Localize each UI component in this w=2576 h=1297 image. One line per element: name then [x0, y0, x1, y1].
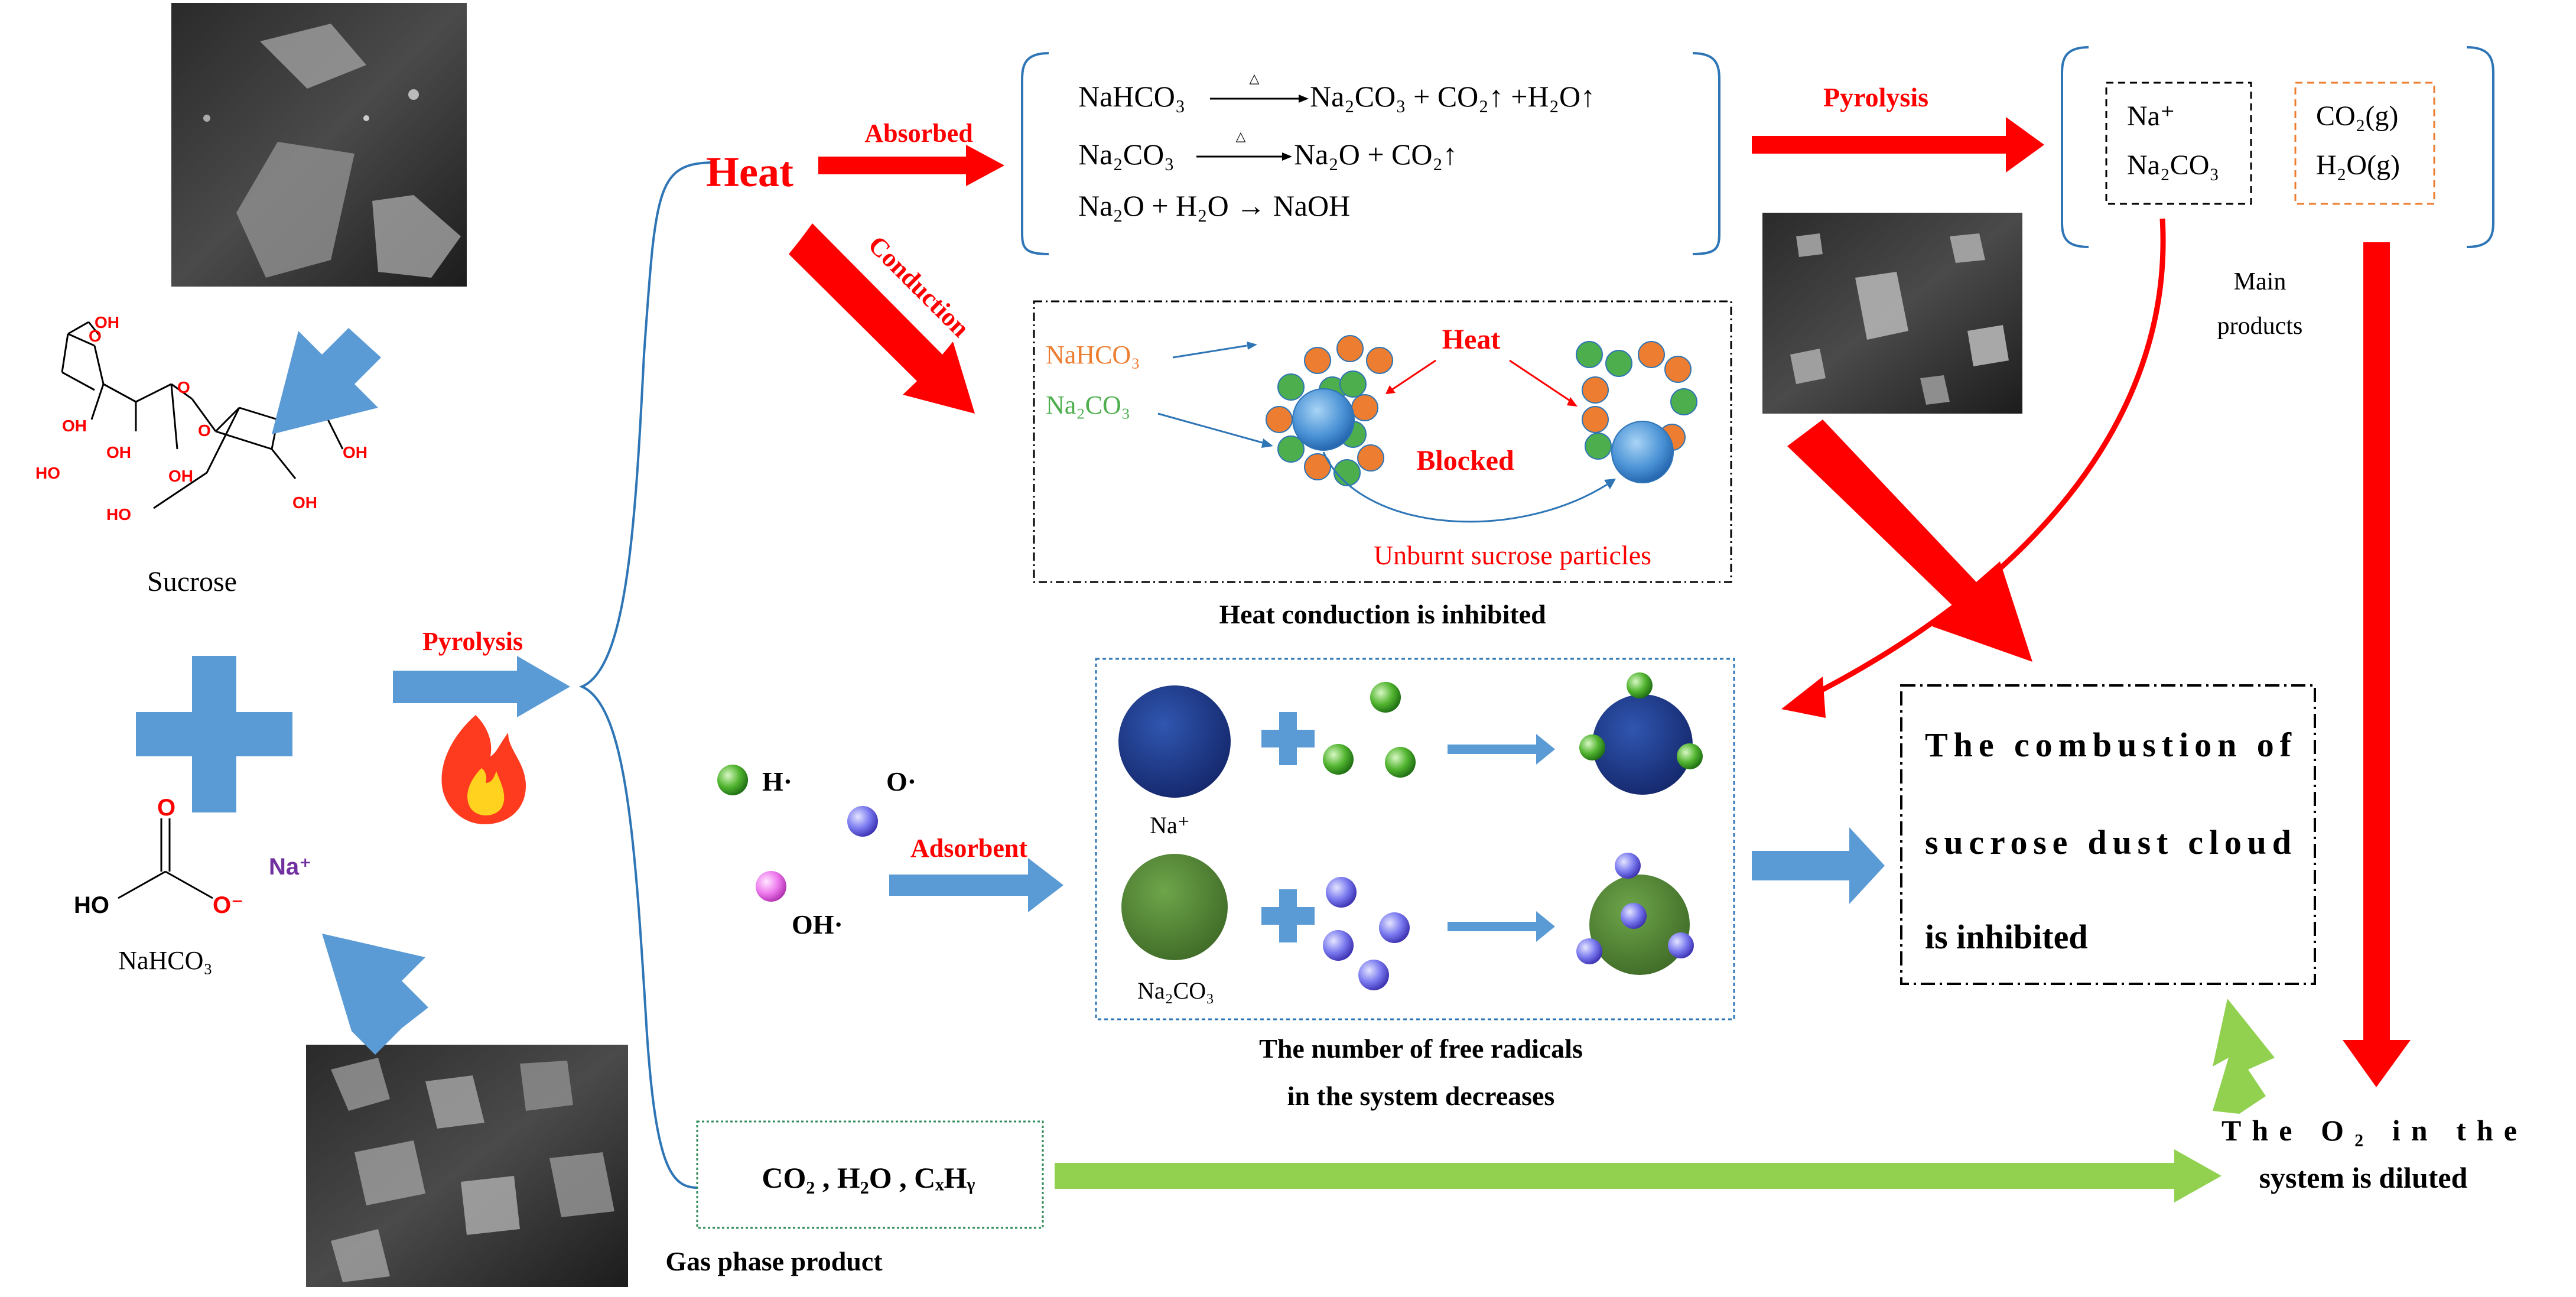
- arrow-products-to-radicals: [1800, 218, 2166, 703]
- plus-icon: [1261, 889, 1315, 942]
- oxygen-label: O: [89, 327, 102, 345]
- arrow-adsorbent: [889, 858, 1063, 912]
- ho-label: HO: [35, 464, 60, 482]
- arrow-absorbed: [818, 145, 1004, 186]
- reaction-2-reactant: Na₂CO₃: [1078, 138, 1175, 171]
- sodium-ion-label: Na⁺: [269, 854, 311, 880]
- reaction-3: Na₂O + H₂O → NaOH: [1078, 189, 1350, 222]
- sucrose-atom-labels: O OH OH HO OH OH O O OH OH HO: [35, 313, 367, 524]
- arrow-dilution-to-result: [2213, 999, 2275, 1114]
- heat-between-label: Heat: [1442, 324, 1501, 355]
- radicals-caption-line1: The number of free radicals: [1259, 1033, 1583, 1064]
- oxygen-label: O: [177, 378, 190, 396]
- reaction-1-products: Na₂CO₃ + CO₂↑ +H₂O↑: [1310, 80, 1595, 113]
- sucrose-particle-coated-right: [1576, 341, 1697, 483]
- sodium-carbonate-label: Na₂CO₃: [1137, 977, 1214, 1004]
- arrow-gas-phase: [1055, 1149, 2222, 1202]
- oh-label: OH: [106, 443, 131, 461]
- oh-label: OH: [292, 493, 317, 512]
- heat-conduction-box: NaHCO₃ Na₂CO₃: [1033, 300, 1732, 583]
- sem-image-product: [1762, 213, 2022, 414]
- arrow-pyrolysis-products: [1752, 117, 2044, 173]
- plus-icon: [136, 656, 292, 812]
- pathway-brace: [578, 161, 715, 1189]
- flame-icon: [441, 715, 526, 824]
- oxygen-label: O: [198, 421, 211, 440]
- sucrose-label: Sucrose: [147, 566, 237, 597]
- na2co3-particle-label: Na₂CO₃: [1046, 391, 1130, 420]
- adsorbent-label: Adsorbent: [910, 834, 1027, 863]
- product-h2o-gas: H₂O(g): [2316, 149, 2400, 181]
- ho-label: HO: [106, 505, 131, 524]
- arrow-head: [1781, 677, 1826, 718]
- main-products-label-line2: products: [2217, 313, 2303, 340]
- pyrolysis-label: Pyrolysis: [422, 627, 523, 656]
- o2-diluted-line2: system is diluted: [2259, 1161, 2468, 1194]
- oh-label: OH: [343, 443, 367, 461]
- arrow-sem-to-bicarbonate: [322, 934, 428, 1055]
- arrow-pyrolysis: [393, 656, 570, 717]
- oh-label: OH: [95, 313, 119, 331]
- heat-symbol: △: [1250, 71, 1260, 86]
- ho-label: HO: [74, 892, 109, 918]
- unburnt-particles-label: Unburnt sucrose particles: [1374, 540, 1651, 570]
- products-box: Na⁺ Na₂CO₃ CO₂(g) H₂O(g): [2061, 46, 2494, 248]
- sucrose-particle-coated-left: [1266, 335, 1393, 486]
- adsorption-box: Na⁺ Na₂CO₃: [1095, 658, 1735, 1020]
- arrow-conduction: [789, 223, 975, 414]
- result-line3: is inhibited: [1925, 918, 2088, 956]
- bicarbonate-structure: [118, 818, 213, 899]
- main-products-label-line1: Main: [2234, 268, 2286, 295]
- gas-phase-box: [696, 1120, 1044, 1229]
- free-radicals: H· O· OH·: [717, 765, 916, 940]
- product-co2-gas: CO₂(g): [2316, 100, 2398, 132]
- radicals-caption-line2: in the system decreases: [1287, 1081, 1555, 1111]
- h-radical-label: H·: [762, 766, 792, 797]
- sem-image-sucrose: [171, 3, 467, 287]
- o-radical-label: O·: [886, 766, 916, 797]
- arrow-gas-dilution: [2343, 242, 2411, 1087]
- oh-radical-label: OH·: [792, 909, 843, 940]
- bicarbonate-label: NaHCO₃: [118, 946, 213, 975]
- blocked-label: Blocked: [1416, 445, 1514, 476]
- heat-symbol: △: [1236, 129, 1246, 144]
- reaction-2-products: Na₂O + CO₂↑: [1294, 138, 1458, 171]
- result-box: The combustion of sucrose dust cloud is …: [1900, 684, 2316, 985]
- arrow-to-inhibition: [1787, 420, 2032, 662]
- arrow-sem-to-sucrose: [272, 328, 381, 434]
- heat-label: Heat: [706, 148, 793, 196]
- product-sodium-carbonate: Na₂CO₃: [2127, 149, 2219, 181]
- reaction-equations: NaHCO₃ △ Na₂CO₃ + CO₂↑ +H₂O↑ Na₂CO₃ △ Na…: [1021, 52, 1720, 255]
- o2-diluted-line1: The O₂ in the: [2222, 1114, 2517, 1147]
- oxide-label: O⁻: [213, 892, 243, 918]
- sem-image-bicarbonate: [306, 1045, 628, 1287]
- oh-label: OH: [62, 417, 87, 435]
- gas-phase-caption: Gas phase product: [665, 1246, 883, 1276]
- product-sodium-ion: Na⁺: [2127, 100, 2175, 132]
- oh-label: OH: [168, 467, 193, 485]
- nahco3-particle-label: NaHCO₃: [1046, 340, 1140, 369]
- reaction-1-reactant: NaHCO₃: [1078, 80, 1185, 113]
- pyrolysis-products-label: Pyrolysis: [1823, 82, 1928, 112]
- gas-phase-formula: CO₂ , H₂O , CₓHᵧ: [762, 1161, 975, 1194]
- result-line2: sucrose dust cloud: [1925, 823, 2291, 862]
- heat-conduction-caption: Heat conduction is inhibited: [1219, 599, 1546, 629]
- result-line1: The combustion of: [1925, 726, 2292, 764]
- carbonyl-oxygen-label: O: [157, 795, 175, 821]
- sodium-ion-label: Na⁺: [1150, 812, 1190, 838]
- absorbed-label: Absorbed: [864, 119, 972, 148]
- arrow-radicals-to-result: [1752, 827, 1885, 904]
- plus-icon: [1261, 712, 1315, 765]
